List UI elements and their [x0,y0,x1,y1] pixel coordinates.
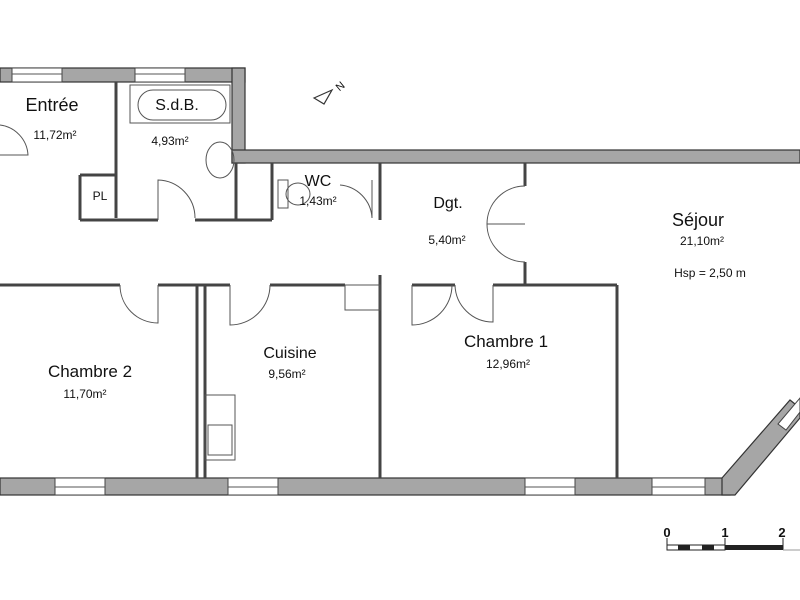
toilet [285,182,311,206]
room-name-sejour: Séjour [672,210,724,230]
fixtures [129,84,311,461]
room-name-entree: Entrée [25,95,78,115]
room-name-chambre-1: Chambre 1 [464,332,548,351]
north-label: N [334,80,348,94]
room-name-wc: WC [305,173,332,190]
room-area-wc: 1,43m² [299,194,336,208]
room-area-chambre-1: 12,96m² [486,357,530,371]
doors [0,124,526,326]
scale-tick-2: 2 [778,525,785,540]
room-area-sejour: 21,10m² [680,234,724,248]
partitions [0,82,619,478]
room-name-dgt: Dgt. [433,195,462,212]
scale-tick-1: 1 [721,525,728,540]
ceiling-height: Hsp = 2,50 m [674,266,746,280]
room-area-cuisine: 9,56m² [268,367,305,381]
sink [205,141,235,179]
north-arrow-icon [312,88,334,105]
windows [11,67,800,496]
scale-bar [666,538,800,551]
kitchen-sink [204,394,236,461]
bathtub [137,89,227,121]
room-area-sdb: 4,93m² [151,134,188,148]
closet-label: PL [93,189,108,203]
scale-tick-0: 0 [663,525,670,540]
room-name-cuisine: Cuisine [263,345,316,362]
room-name-sdb: S.d.B. [155,97,199,114]
room-area-entree: 11,72m² [33,128,76,142]
room-area-dgt: 5,40m² [428,233,465,247]
exterior-walls [0,67,800,496]
room-area-chambre-2: 11,70m² [63,387,106,401]
room-name-chambre-2: Chambre 2 [48,362,132,381]
